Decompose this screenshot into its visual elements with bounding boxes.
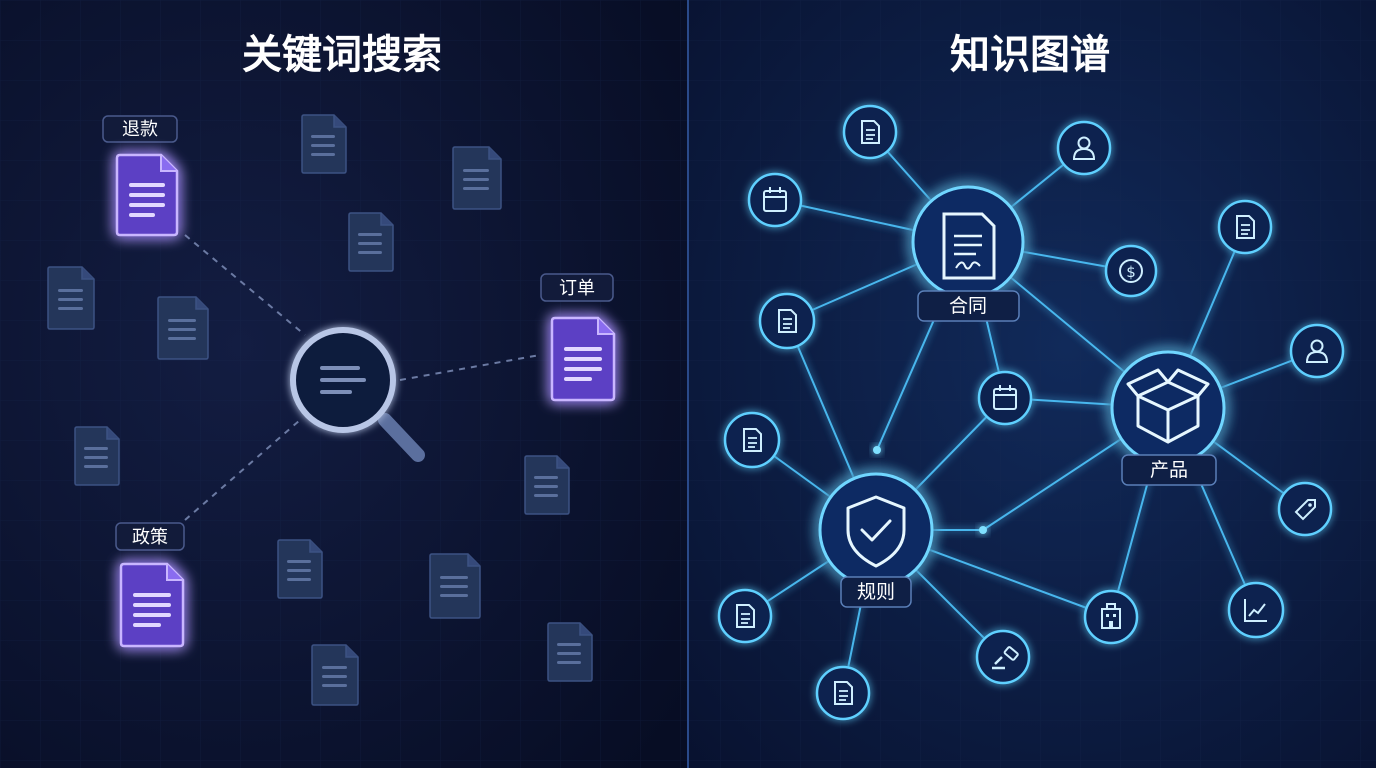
graph-satellite-nodes: $ — [717, 104, 1345, 721]
package-box-icon — [1126, 368, 1210, 444]
keyword-document-order: 订单 — [540, 273, 616, 402]
hub-label-badge — [1121, 454, 1217, 486]
svg-text:$: $ — [1126, 263, 1136, 281]
user-icon — [1289, 323, 1345, 379]
document-icon — [311, 644, 359, 706]
document-icon — [815, 665, 871, 721]
calendar-icon — [747, 172, 803, 228]
document-icon — [301, 114, 347, 174]
document-icon — [74, 426, 120, 486]
building-icon — [1083, 589, 1139, 645]
keyword-badge — [102, 115, 178, 143]
document-icon — [547, 622, 593, 682]
keyword-badge — [540, 273, 614, 302]
document-icon — [277, 539, 323, 599]
hub-product: 产品 — [1110, 350, 1226, 486]
document-icon — [348, 212, 394, 272]
document-icon — [157, 296, 209, 360]
document-icon — [524, 455, 570, 515]
junction-dot — [873, 446, 881, 454]
hub-contract: 合同 — [911, 185, 1025, 322]
document-icon — [1217, 199, 1273, 255]
document-icon — [758, 292, 816, 350]
contract-document-icon — [942, 212, 996, 280]
hub-label-badge — [840, 576, 912, 608]
hub-rule: 规则 — [818, 472, 934, 608]
keyword-document-refund: 退款 — [102, 115, 179, 237]
magnifier-icon — [290, 327, 425, 462]
keyword-badge — [115, 522, 185, 551]
highlighted-document-icon — [119, 562, 185, 648]
document-icon — [723, 411, 781, 469]
shield-check-icon — [846, 495, 906, 568]
hub-label: 合同 — [949, 295, 987, 317]
user-icon — [1056, 120, 1112, 176]
left-title: 关键词搜索 — [242, 32, 442, 78]
keyword-label: 政策 — [132, 527, 168, 548]
dollar-coin-icon: $ — [1104, 244, 1158, 298]
junction-dot — [979, 526, 987, 534]
document-icon — [429, 553, 481, 619]
price-tag-icon — [1277, 481, 1333, 537]
keyword-document-policy: 政策 — [115, 522, 185, 648]
document-icon — [47, 266, 95, 330]
hub-label: 规则 — [857, 581, 895, 603]
keyword-label: 订单 — [559, 278, 595, 299]
gavel-icon — [975, 629, 1031, 685]
keyword-label: 退款 — [122, 119, 158, 140]
document-icon — [842, 104, 898, 160]
highlighted-document-icon — [115, 153, 179, 237]
document-icon — [452, 146, 502, 210]
document-icon — [717, 588, 773, 644]
calendar-icon — [977, 370, 1033, 426]
hub-label-badge — [917, 290, 1020, 322]
right-title: 知识图谱 — [950, 32, 1110, 78]
hub-label: 产品 — [1150, 459, 1188, 481]
dim-documents — [47, 114, 593, 706]
left-dashed-connectors — [184, 234, 541, 521]
highlighted-document-icon — [550, 316, 616, 402]
line-chart-icon — [1227, 581, 1285, 639]
